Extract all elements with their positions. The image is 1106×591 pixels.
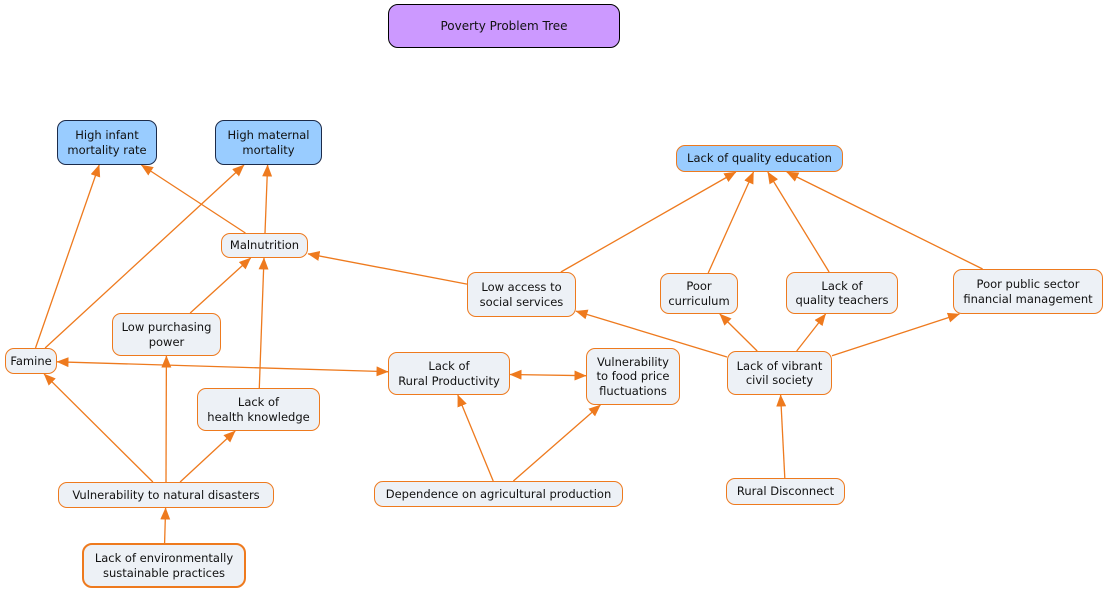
edge-low-access-social-services--malnutrition bbox=[307, 251, 468, 285]
edge-famine--high-maternal-mortality bbox=[44, 164, 245, 349]
edge-low-purchasing-power--malnutrition bbox=[189, 257, 252, 314]
node-label-line: Lack of environmentally bbox=[94, 551, 234, 566]
edge-malnutrition--high-maternal-mortality bbox=[262, 164, 273, 234]
node-label-line: Lack of bbox=[428, 359, 470, 374]
edge-lack-rural-productivity--food-price-fluctuations bbox=[509, 369, 587, 381]
node-label-line: mortality bbox=[242, 142, 295, 157]
node-label-line: fluctuations bbox=[599, 383, 667, 398]
title-node[interactable]: Poverty Problem Tree bbox=[388, 4, 620, 48]
node-label-line: Lack of bbox=[237, 395, 280, 410]
node-label-line: Vulnerability to natural disasters bbox=[72, 487, 260, 502]
node-label-line: financial management bbox=[963, 291, 1093, 306]
node-label-line: Low purchasing bbox=[121, 320, 212, 335]
node-label-line: power bbox=[148, 334, 185, 349]
edge-lack-quality-teachers--lack-quality-education bbox=[767, 171, 830, 273]
edge-lack-vibrant-civil-society--poor-public-sector bbox=[831, 312, 960, 357]
node-label-line: Poor bbox=[686, 279, 712, 294]
node-label-line: Poverty Problem Tree bbox=[440, 18, 568, 33]
node-label-line: quality teachers bbox=[795, 293, 889, 307]
node-label-line: Low access to bbox=[481, 280, 562, 295]
node-label-line: Rural Productivity bbox=[398, 373, 500, 388]
edge-dependence-agricultural--food-price-fluctuations bbox=[512, 404, 601, 482]
edge-poor-curriculum--lack-quality-education bbox=[707, 171, 755, 274]
edge-rural-disconnect--lack-vibrant-civil-society bbox=[776, 394, 787, 479]
node-label-line: Lack of bbox=[821, 278, 863, 293]
node-label-line: High infant bbox=[75, 128, 139, 143]
node-label-line: Lack of quality education bbox=[687, 151, 832, 166]
edge-dependence-agricultural--lack-rural-productivity bbox=[457, 394, 494, 482]
node-dependence-agricultural[interactable]: Dependence on agricultural production bbox=[374, 481, 623, 507]
edge-env-sustainable-practices--vulnerability-natural-disasters bbox=[160, 507, 171, 544]
edge-vulnerability-natural-disasters--lack-health-knowledge bbox=[179, 430, 236, 483]
edge-lack-vibrant-civil-society--lack-quality-teachers bbox=[796, 313, 827, 352]
node-label-line: civil society bbox=[745, 373, 814, 387]
node-malnutrition[interactable]: Malnutrition bbox=[221, 233, 308, 258]
node-label-line: Dependence on agricultural production bbox=[385, 486, 612, 501]
node-label-line: social services bbox=[479, 294, 564, 309]
node-rural-disconnect[interactable]: Rural Disconnect bbox=[726, 478, 845, 505]
node-label-line: Famine bbox=[10, 353, 52, 368]
node-lack-quality-education[interactable]: Lack of quality education bbox=[676, 145, 843, 172]
edge-famine--high-infant-mortality bbox=[34, 164, 101, 349]
node-label-line: sustainable practices bbox=[102, 565, 226, 580]
node-label-line: curriculum bbox=[668, 293, 730, 308]
edge-poor-public-sector--lack-quality-education bbox=[786, 171, 983, 270]
edge-malnutrition--high-infant-mortality bbox=[140, 164, 246, 234]
node-label-line: Malnutrition bbox=[229, 238, 300, 253]
node-vulnerability-natural-disasters[interactable]: Vulnerability to natural disasters bbox=[58, 482, 274, 508]
edge-lack-vibrant-civil-society--low-access-social-services bbox=[575, 309, 728, 358]
node-famine[interactable]: Famine bbox=[5, 348, 57, 374]
node-label-line: mortality rate bbox=[67, 142, 147, 157]
node-label-line: Rural Disconnect bbox=[736, 484, 835, 499]
node-label-line: Lack of vibrant bbox=[736, 358, 823, 373]
node-label-line: Vulnerability bbox=[597, 355, 669, 370]
node-label-line: High maternal bbox=[227, 128, 310, 143]
edge-low-access-social-services--lack-quality-education bbox=[560, 171, 737, 273]
edge-lack-rural-productivity--famine bbox=[56, 357, 389, 377]
edge-vulnerability-natural-disasters--famine bbox=[43, 373, 154, 483]
node-label-line: Poor public sector bbox=[976, 277, 1080, 292]
node-label-line: to food price bbox=[596, 369, 670, 384]
edge-lack-vibrant-civil-society--poor-curriculum bbox=[719, 313, 758, 352]
node-label-line: health knowledge bbox=[207, 409, 310, 424]
